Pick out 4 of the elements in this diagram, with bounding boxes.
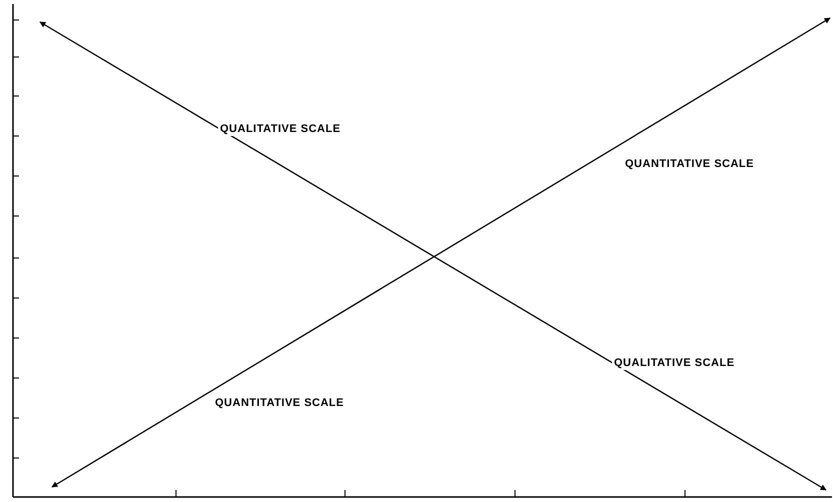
scale-label: QUANTITATIVE SCALE [213, 396, 346, 410]
scale-label: QUANTITATIVE SCALE [623, 157, 756, 171]
scale-label: QUALITATIVE SCALE [218, 122, 343, 136]
scale-label: QUALITATIVE SCALE [612, 356, 737, 370]
